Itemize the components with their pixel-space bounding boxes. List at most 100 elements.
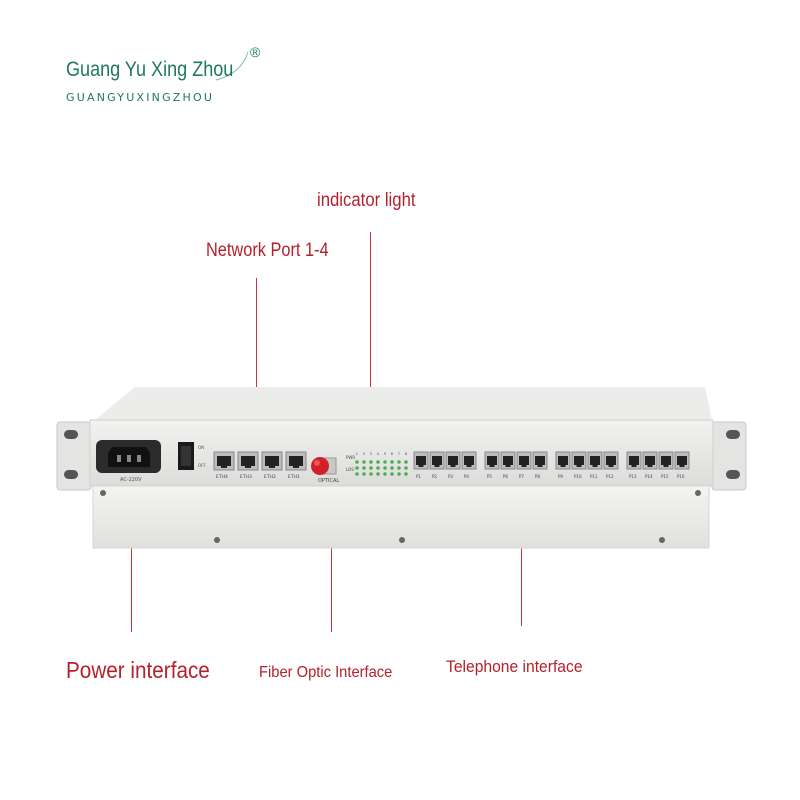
optical-label: OPTICAL: [318, 478, 339, 484]
led-number: 3: [370, 452, 372, 456]
telephone-port[interactable]: P8: [532, 451, 548, 479]
led-icon: [376, 460, 380, 464]
phone-port-label: P15: [661, 474, 669, 479]
eth-port-label: ETH4: [216, 474, 228, 480]
phone-port-label: P11: [590, 474, 598, 479]
leader-indicator: [370, 232, 371, 438]
led-icon: [369, 460, 373, 464]
power-label: AC-220V: [120, 477, 142, 483]
ethernet-port[interactable]: ETH2: [261, 451, 283, 480]
phone-port-label: P3: [448, 474, 453, 479]
registered-mark: ®: [250, 44, 261, 60]
brand-subtitle: GUANGYUXINGZHOU: [66, 91, 215, 104]
telephone-port[interactable]: P10: [571, 451, 587, 479]
led-icon: [404, 472, 408, 476]
eth-port-label: ETH2: [264, 474, 276, 480]
led-icon: [369, 472, 373, 476]
telephone-port[interactable]: P3: [445, 451, 461, 479]
telephone-port[interactable]: P9: [555, 451, 571, 479]
telephone-port[interactable]: P5: [484, 451, 500, 479]
switch-on-label: ON: [198, 445, 204, 450]
phone-port-label: P13: [629, 474, 637, 479]
led-number: 1: [356, 452, 358, 456]
telephone-port[interactable]: P11: [587, 451, 603, 479]
ethernet-port[interactable]: ETH4: [213, 451, 235, 480]
phone-port-label: P14: [645, 474, 653, 479]
telephone-port[interactable]: P7: [516, 451, 532, 479]
fiber-optic-port[interactable]: OPTICAL: [311, 457, 339, 484]
led-icon: [376, 472, 380, 476]
telephone-port[interactable]: P14: [642, 451, 658, 479]
callout-power-interface: Power interface: [66, 657, 210, 683]
led-icon: [355, 460, 359, 464]
led-icon: [383, 466, 387, 470]
led-icon: [383, 472, 387, 476]
led-row-los: LOS: [346, 467, 354, 472]
phone-port-label: P8: [535, 474, 540, 479]
callout-indicator-light: indicator light: [317, 190, 416, 211]
telephone-port[interactable]: P12: [603, 451, 619, 479]
telephone-port[interactable]: P13: [626, 451, 642, 479]
brand-logo: Guang Yu Xing Zhou ® GUANGYUXINGZHOU: [66, 44, 286, 114]
telephone-port[interactable]: P15: [658, 451, 674, 479]
led-number: 7: [398, 452, 400, 456]
led-number: 2: [363, 452, 365, 456]
phone-port-label: P1: [416, 474, 421, 479]
callout-fiber-interface: Fiber Optic Interface: [259, 664, 393, 681]
phone-port-label: P2: [432, 474, 437, 479]
callout-network-port: Network Port 1-4: [206, 240, 329, 261]
led-icon: [362, 460, 366, 464]
led-icon: [404, 460, 408, 464]
led-icon: [362, 466, 366, 470]
led-icon: [397, 466, 401, 470]
screw-icon: [399, 537, 405, 543]
led-icon: [397, 460, 401, 464]
ethernet-port[interactable]: ETH3: [237, 451, 259, 480]
eth-port-label: ETH1: [288, 474, 300, 480]
screw-icon: [695, 490, 701, 496]
phone-port-label: P6: [503, 474, 508, 479]
led-icon: [397, 472, 401, 476]
led-number: 4: [377, 452, 380, 456]
telephone-port[interactable]: P2: [429, 451, 445, 479]
ethernet-ports: ETH4 ETH3 ETH2 ETH1: [213, 451, 307, 480]
phone-port-label: P10: [574, 474, 582, 479]
callout-telephone-interface: Telephone interface: [446, 657, 583, 676]
telephone-port[interactable]: P6: [500, 451, 516, 479]
led-icon: [355, 466, 359, 470]
led-icon: [390, 472, 394, 476]
leader-power: [131, 486, 132, 632]
rack-ear-left: [56, 421, 92, 491]
led-icon: [404, 466, 408, 470]
chassis-top: [95, 387, 712, 420]
led-number: 6: [391, 452, 393, 456]
led-icon: [390, 466, 394, 470]
brand-name: Guang Yu Xing Zhou: [66, 58, 234, 81]
phone-port-label: P16: [677, 474, 685, 479]
telephone-port[interactable]: P1: [413, 451, 429, 479]
switch-off-label: OFF: [198, 463, 206, 468]
leader-network: [256, 278, 257, 438]
led-icon: [362, 472, 366, 476]
rack-ear-right: [711, 421, 747, 491]
led-row-pwr: PWR: [346, 455, 355, 460]
led-icon: [376, 466, 380, 470]
telephone-port[interactable]: P4: [461, 451, 477, 479]
screw-icon: [100, 490, 106, 496]
telephone-port[interactable]: P16: [674, 451, 690, 479]
leader-telephone: [521, 486, 522, 626]
power-switch[interactable]: ON OFF: [178, 442, 206, 470]
eth-port-label: ETH3: [240, 474, 252, 480]
screw-icon: [659, 537, 665, 543]
phone-port-label: P12: [606, 474, 614, 479]
screw-icon: [214, 537, 220, 543]
phone-port-label: P9: [558, 474, 563, 479]
phone-port-label: P7: [519, 474, 524, 479]
phone-port-label: P4: [464, 474, 469, 479]
led-icon: [355, 472, 359, 476]
led-icon: [383, 460, 387, 464]
ethernet-port[interactable]: ETH1: [285, 451, 307, 480]
phone-port-label: P5: [487, 474, 492, 479]
